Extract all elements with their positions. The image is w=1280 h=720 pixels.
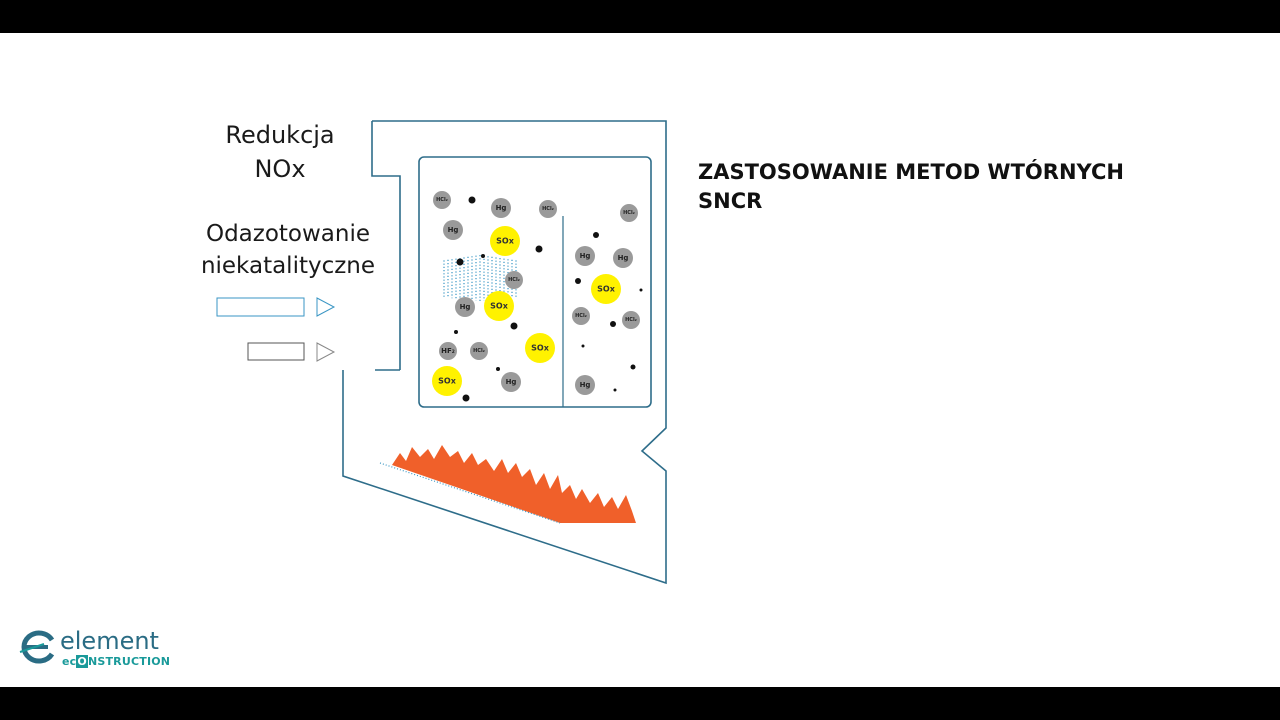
molecule-gray [501,372,521,392]
logo-sub-prefix: ec [62,655,77,668]
boiler-outline [342,120,667,585]
particle [535,245,543,253]
molecule-gray [622,311,640,329]
particle [630,364,636,370]
molecule-gray [439,342,457,360]
particle [510,322,518,330]
nox-reduction-line2: NOx [254,155,306,183]
molecule-label: SOx [531,344,550,353]
particle [639,288,643,292]
injection-nozzle-lower [247,342,305,361]
logo-word: element [60,627,159,655]
logo-sub-box: O [76,655,88,668]
molecule-gray [443,220,463,240]
molecule-gray [491,198,511,218]
furnace-flame [392,445,636,523]
molecule-label: SOx [597,285,616,294]
molecule-label: HCl₂ [623,210,635,216]
molecule-label: Hg [618,254,629,262]
molecule-label: HCl₂ [473,348,485,354]
non-catalytic-label: Odazotowanie niekatalityczne [188,218,388,282]
slide-heading-line1: ZASTOSOWANIE METOD WTÓRNYCH [698,160,1124,184]
molecule-sox [525,333,555,363]
logo-emblem-icon [19,630,55,664]
particle [593,232,599,238]
flue-gas-chamber [418,156,652,408]
particle [581,344,585,348]
molecule-gray [505,271,523,289]
particle [456,258,464,266]
molecule-label: SOx [490,302,509,311]
molecule-label: Hg [496,204,507,212]
molecule-sox [490,226,520,256]
molecule-sox [591,274,621,304]
non-catalytic-line1: Odazotowanie [205,221,371,247]
company-logo: element ecONSTRUCTION [18,628,188,676]
molecule-label: Hg [448,226,459,234]
injection-arrow-lower-icon [316,342,336,362]
particles [454,196,643,402]
molecule-gray [455,297,475,317]
molecule-label: Hg [506,378,517,386]
molecule-gray [572,307,590,325]
injection-nozzle-upper [216,297,305,317]
particle [496,367,500,371]
slide-heading-line2: SNCR [698,189,763,213]
reagent-spray [443,255,517,301]
nox-reduction-line1: Redukcja [225,121,335,149]
molecule-label: SOx [496,237,515,246]
molecule-gray [575,375,595,395]
molecule-gray [433,191,451,209]
molecule-gray [539,200,557,218]
molecule-gray [470,342,488,360]
molecule-label: Hg [460,303,471,311]
nox-reduction-label: Redukcja NOx [200,118,360,186]
injection-arrow-upper-icon [316,297,336,317]
particle [468,196,476,204]
molecule-label: HCl₂ [542,206,554,212]
molecule-gray [613,248,633,268]
logo-sub-suffix: NSTRUCTION [87,655,171,668]
molecule-gray [620,204,638,222]
molecule-label: HF₂ [441,347,455,355]
particle [454,330,458,334]
particle [610,321,616,327]
particle [481,254,485,258]
particle [462,394,470,402]
molecule-label: HCl₂ [625,317,637,323]
molecule-label: HCl₂ [436,197,448,203]
molecule-label: HCl₂ [508,277,520,283]
non-catalytic-line2: niekatalityczne [200,253,376,279]
molecule-gray [575,246,595,266]
logo-subtitle: ecONSTRUCTION [62,655,170,669]
molecule-sox [432,366,462,396]
molecule-label: Hg [580,252,591,260]
slide-heading: ZASTOSOWANIE METOD WTÓRNYCH SNCR [698,158,1124,216]
particle [575,278,581,284]
molecule-sox [484,291,514,321]
molecule-label: HCl₂ [575,313,587,319]
molecule-label: Hg [580,381,591,389]
molecule-label: SOx [438,377,457,386]
particle [613,388,617,392]
